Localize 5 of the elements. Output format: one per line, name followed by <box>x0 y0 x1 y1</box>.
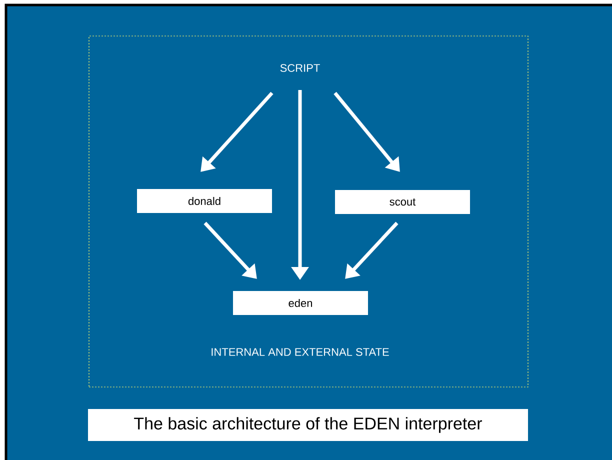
process-box: eden <box>233 291 368 315</box>
process-box: donald <box>137 189 272 213</box>
script-label: SCRIPT <box>280 64 320 72</box>
process-box: scout <box>335 190 470 214</box>
caption-box: The basic architecture of the EDEN interpreter <box>88 409 528 441</box>
